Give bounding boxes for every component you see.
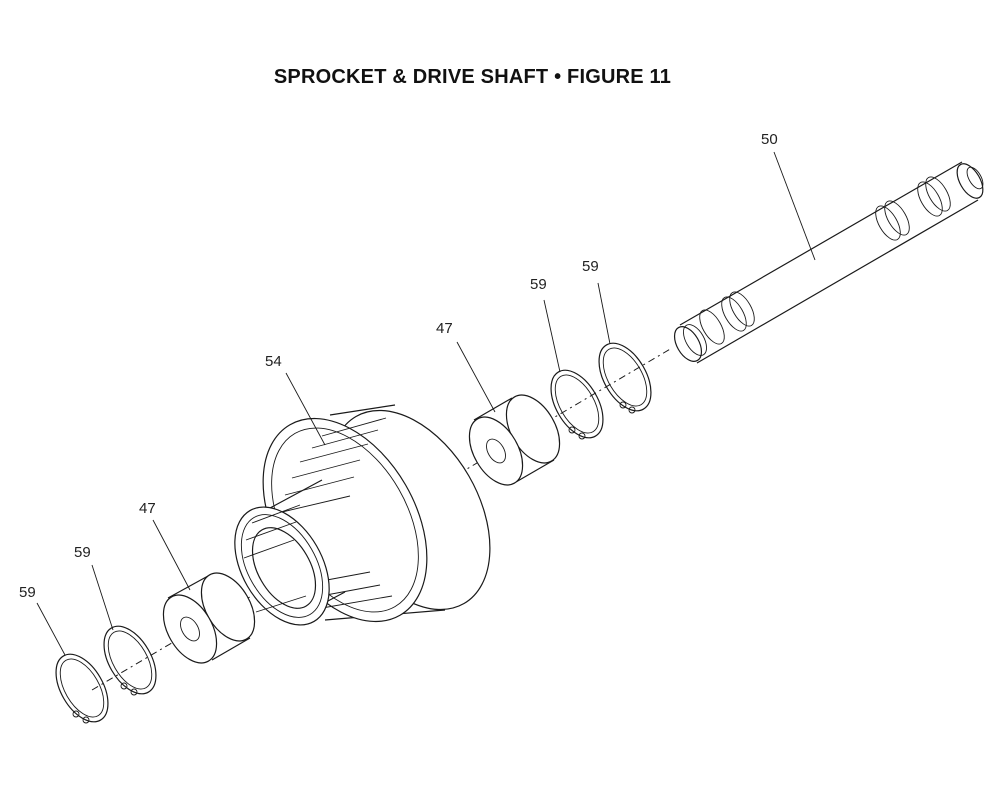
center-axis (91, 347, 673, 691)
retaining-ring-lower-2 (103, 625, 157, 696)
figure-title: SPROCKET & DRIVE SHAFT • FIGURE 11 (273, 66, 672, 88)
bearing-lower (162, 572, 256, 664)
callout-ring-upper-1: 59 (530, 276, 547, 293)
leader-lines (36, 151, 816, 656)
retaining-ring-upper-2 (598, 342, 652, 414)
retaining-ring-lower-1 (55, 653, 109, 724)
callout-ring-lower-2: 59 (74, 544, 91, 561)
callout-sprocket: 54 (265, 353, 282, 370)
sprocket (234, 404, 491, 626)
callout-bearing-lower: 47 (139, 500, 156, 517)
callout-bearing-upper: 47 (436, 320, 453, 337)
callout-ring-lower-1: 59 (19, 584, 36, 601)
callout-ring-upper-2: 59 (582, 258, 599, 275)
callout-shaft: 50 (761, 131, 778, 148)
retaining-ring-upper-1 (550, 369, 604, 440)
drive-shaft (673, 161, 984, 364)
